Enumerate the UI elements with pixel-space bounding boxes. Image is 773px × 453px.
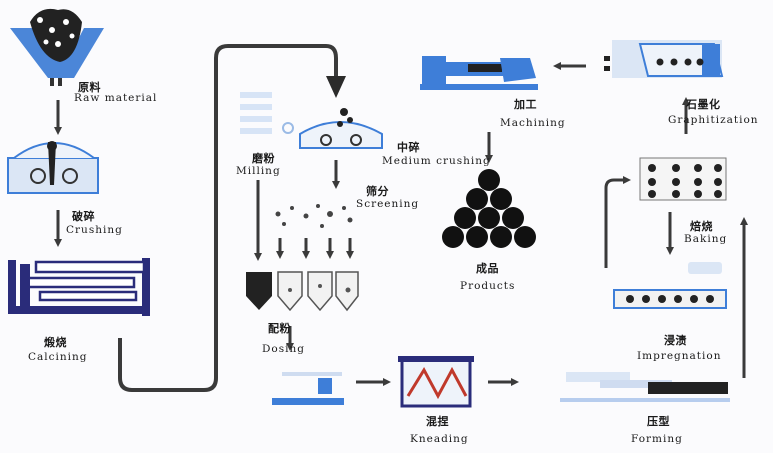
raw-material-label-cn: 原料 xyxy=(78,81,101,94)
machining-lathe xyxy=(420,56,538,90)
products-pyramid xyxy=(442,169,536,248)
baking-label-en: Baking xyxy=(684,233,728,245)
impregnation-label-en: Impregnation xyxy=(637,350,722,362)
graphitization-label-en: Graphitization xyxy=(668,114,759,126)
dosing-bins xyxy=(246,271,359,312)
machining-label-cn: 加工 xyxy=(514,98,537,111)
milling-label-cn: 磨粉 xyxy=(252,152,275,165)
flow-arrows xyxy=(54,44,748,392)
forming-label-cn: 压型 xyxy=(647,415,670,428)
crushing-label-en: Crushing xyxy=(66,224,123,236)
crushing-label-cn: 破碎 xyxy=(72,210,95,223)
medium-crushing-label-en: Medium crushing xyxy=(382,155,491,167)
kneading-label-en: Kneading xyxy=(410,433,469,445)
screening-particles xyxy=(275,204,353,228)
milling-machine xyxy=(240,92,294,134)
crusher-machine xyxy=(7,141,99,194)
kneader-machine xyxy=(398,356,474,408)
raw-material-hopper xyxy=(10,8,104,86)
graphitization-label-cn: 石墨化 xyxy=(686,98,721,111)
products-label-cn: 成品 xyxy=(476,262,499,275)
milling-label-en: Milling xyxy=(236,165,281,177)
calcining-label-cn: 煅烧 xyxy=(44,336,67,349)
impregnation-tank xyxy=(613,262,727,309)
medium-crushing-label-cn: 中碎 xyxy=(397,141,420,154)
forming-press xyxy=(560,372,730,402)
graphitization-furnace xyxy=(604,40,724,78)
calcining-label-en: Calcining xyxy=(28,351,88,363)
screening-label-cn: 筛分 xyxy=(366,185,389,198)
medium-crusher xyxy=(299,108,383,149)
baking-label-cn: 焙烧 xyxy=(690,220,713,233)
forming-label-en: Forming xyxy=(631,433,683,445)
dosing-label-cn: 配粉 xyxy=(268,322,291,335)
machining-label-en: Machining xyxy=(500,117,566,129)
dosing-label-en: Dosing xyxy=(262,343,305,355)
screening-label-en: Screening xyxy=(356,198,420,210)
calcining-kiln xyxy=(8,258,150,316)
baking-furnace xyxy=(639,157,727,201)
kneading-label-cn: 混捏 xyxy=(426,415,449,428)
impregnation-label-cn: 浸渍 xyxy=(664,334,687,347)
raw-material-label-en: Raw material xyxy=(74,92,158,104)
products-label-en: Products xyxy=(460,280,516,292)
dosing-scale xyxy=(272,372,344,405)
